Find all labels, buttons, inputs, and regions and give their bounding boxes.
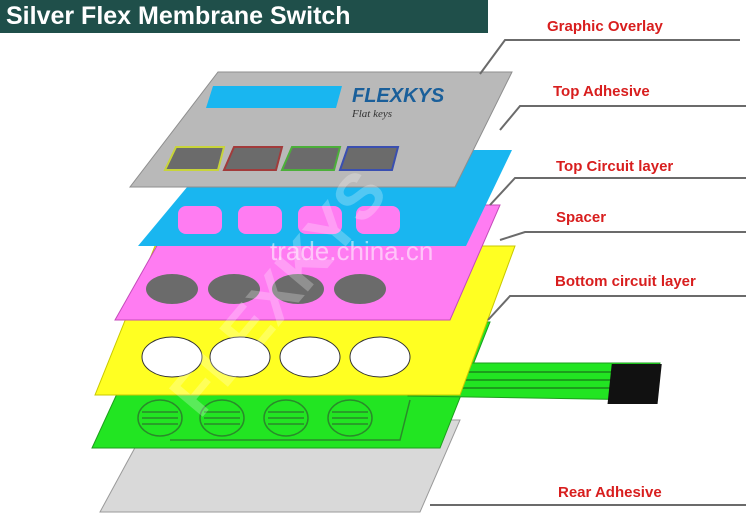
graphic-overlay-shape: FLEXKYS Flat keys <box>128 71 513 188</box>
overlay-key-3 <box>280 146 342 171</box>
overlay-key-1 <box>163 146 226 171</box>
diagram-title: Silver Flex Membrane Switch <box>6 2 351 30</box>
overlay-display-window <box>206 86 342 108</box>
label-graphic-overlay: Graphic Overlay <box>547 18 664 35</box>
overlay-key-2 <box>222 146 284 171</box>
leader-lines <box>430 39 746 506</box>
label-rear-adhesive: Rear Adhesive <box>558 484 662 501</box>
overlay-key-4 <box>338 146 400 171</box>
title-bar: Silver Flex Membrane Switch <box>0 0 488 33</box>
label-spacer: Spacer <box>556 209 606 226</box>
watermark-site: trade.china.cn <box>270 236 433 266</box>
overlay-logo: FLEXKYS <box>352 85 445 107</box>
overlay-subtitle: Flat keys <box>351 108 392 120</box>
label-top-adhesive: Top Adhesive <box>553 83 650 100</box>
label-bottom-circuit-layer: Bottom circuit layer <box>555 273 696 290</box>
label-top-circuit-layer: Top Circuit layer <box>556 158 673 175</box>
